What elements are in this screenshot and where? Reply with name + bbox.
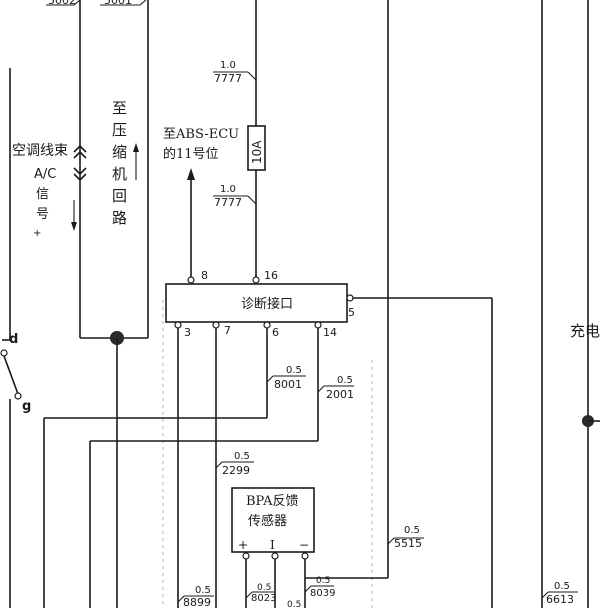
wire-code-5002: 5002 [48, 0, 76, 7]
svg-text:压: 压 [112, 121, 127, 139]
bpa-plus-label: + [238, 538, 248, 552]
svg-text:路: 路 [112, 209, 127, 227]
wire-code-5515: 5515 [394, 537, 422, 550]
to-compressor-label: 至 压 缩 机 回 路 [112, 99, 127, 227]
wire-leader [247, 195, 257, 205]
pin-label-8: 8 [201, 269, 208, 282]
wire-gauge: 0.5 [404, 525, 420, 536]
wire-leader [247, 71, 257, 81]
plus-label: + [33, 228, 41, 239]
pin-5 [346, 294, 354, 302]
wire-gauge: 0.5 [286, 365, 302, 376]
wire-code-8899: 8899 [183, 596, 211, 608]
wire-gauge: 1.0 [220, 184, 236, 195]
pin-16 [252, 276, 260, 284]
wire-leader [317, 385, 325, 393]
wire-leader [139, 0, 147, 6]
pin-label-5: 5 [348, 306, 355, 319]
wire-gauge: 1.0 [220, 60, 236, 71]
bpa-label-1: BPA反馈 [246, 494, 299, 509]
compressor-arrow-head-icon [133, 143, 139, 152]
wire-gauge: 0.5 [337, 375, 353, 386]
wire-code-7777-bottom: 7777 [214, 196, 242, 209]
switch-label-d: d [9, 332, 18, 347]
connector-chevron-up-icon [73, 150, 87, 159]
ac-signal-label-3: 号 [36, 207, 49, 222]
svg-text:至: 至 [112, 99, 127, 117]
bpa-pin-plus [242, 552, 250, 560]
connector-chevron-down-icon [73, 167, 87, 176]
bpa-pin-i [271, 552, 279, 560]
svg-text:机: 机 [112, 165, 127, 183]
pin-14 [314, 321, 322, 329]
wire-gauge: 0.5 [234, 451, 250, 462]
wire-code-2001: 2001 [326, 388, 354, 401]
wire-code-8039: 8039 [310, 588, 335, 599]
pin-6 [263, 321, 271, 329]
charge-label: 充电 [570, 322, 600, 340]
to-abs-ecu-label-2: 的11号位 [163, 146, 219, 162]
pin-label-6: 6 [272, 326, 279, 339]
wire-gauge: 0.5 [195, 585, 211, 596]
ac-signal-label-2: 信 [36, 187, 49, 202]
switch-blade [3, 355, 19, 395]
pin-label-16: 16 [264, 269, 278, 282]
bpa-label-2: 传感器 [248, 513, 287, 529]
switch-label-g: g [22, 399, 31, 414]
wire-code-5001: 5001 [104, 0, 132, 7]
connector-chevron-up-icon [73, 144, 87, 153]
wire-leader [304, 585, 312, 593]
svg-text:缩: 缩 [112, 143, 127, 161]
to-abs-ecu-label: 至ABS-ECU [163, 127, 239, 142]
wire-leader [215, 461, 223, 469]
connector-chevron-down-icon [73, 173, 87, 182]
wire-leader [245, 591, 253, 599]
fuse-label: 10A [250, 140, 264, 164]
pin-3 [174, 321, 182, 329]
wire-leader [73, 0, 81, 6]
switch-contact [14, 392, 22, 400]
bpa-minus-label: − [299, 538, 309, 552]
ac-harness-label: 空调线束 [12, 143, 68, 159]
wire-gauge: 0.5 [287, 600, 301, 608]
bpa-pin-minus [301, 552, 309, 560]
wire-leader [541, 591, 549, 599]
wire-code-8023: 8023 [251, 593, 276, 604]
diagnostic-connector [165, 283, 348, 323]
wire-code-6613: 6613 [546, 593, 574, 606]
pin-label-14: 14 [323, 326, 337, 339]
ac-signal-label: A/C [34, 167, 56, 182]
wire-gauge: 0.5 [554, 581, 570, 592]
abs-arrow-head-icon [187, 168, 195, 180]
wire-code-7777-top: 7777 [214, 72, 242, 85]
wire-gauge: 0.5 [257, 583, 271, 593]
wire-leader [266, 375, 274, 383]
diag-connector-label: 诊断接口 [241, 296, 293, 312]
bpa-i-label: I [270, 538, 275, 552]
signal-arrow-head-icon [71, 222, 77, 231]
pin-8 [187, 276, 195, 284]
wire-code-2299: 2299 [222, 464, 250, 477]
wire-leader [387, 537, 395, 545]
wire-code-8001: 8001 [274, 378, 302, 391]
bpa-sensor [231, 487, 315, 553]
svg-text:回: 回 [112, 187, 127, 205]
wire-gauge: 0.5 [316, 576, 330, 586]
wire-leader [177, 595, 185, 603]
pin-7 [212, 321, 220, 329]
pin-label-7: 7 [224, 324, 231, 337]
switch-contact [0, 349, 8, 357]
pin-label-3: 3 [184, 326, 191, 339]
